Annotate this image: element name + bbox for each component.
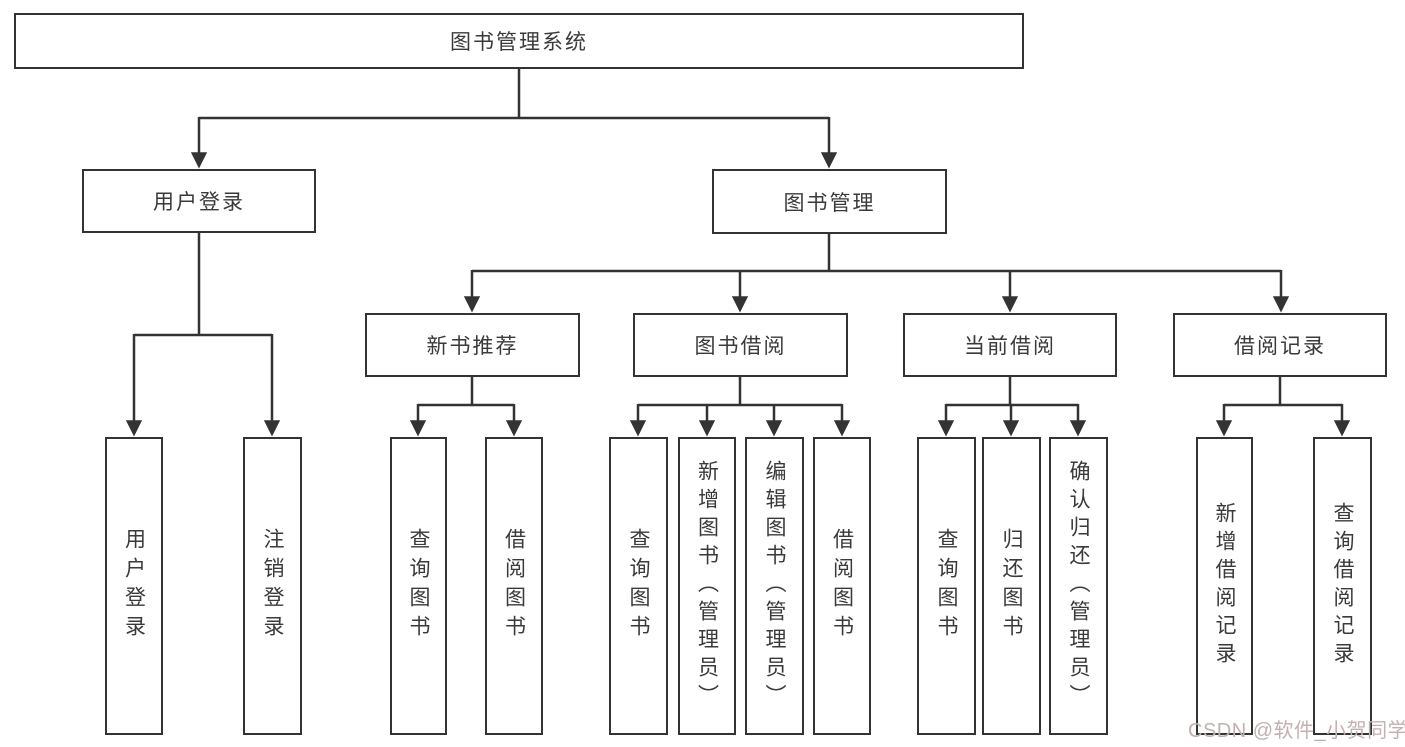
node-current-borrow: 当前借阅 — [903, 313, 1117, 377]
leaf-label: 查询图书 — [935, 528, 959, 644]
leaf-borrow-books-recommend: 借阅图书 — [485, 437, 543, 735]
leaf-query-books-borrow: 查询图书 — [609, 437, 668, 735]
leaf-label: 用户登录 — [122, 528, 146, 644]
node-borrow-records: 借阅记录 — [1173, 313, 1387, 377]
leaf-confirm-return-admin: 确认归还（管理员） — [1049, 437, 1108, 735]
node-new-book-recommend: 新书推荐 — [365, 313, 580, 377]
leaf-label: 注销登录 — [261, 528, 285, 644]
leaf-label: 归还图书 — [1000, 528, 1024, 644]
node-root-library-system: 图书管理系统 — [14, 13, 1024, 69]
leaf-label: 新增借阅记录 — [1213, 502, 1237, 670]
leaf-label: 确认归还（管理员） — [1067, 460, 1091, 712]
node-user-login: 用户登录 — [82, 169, 316, 233]
leaf-return-books: 归还图书 — [982, 437, 1041, 735]
leaf-label: 借阅图书 — [830, 528, 854, 644]
node-book-management: 图书管理 — [712, 169, 947, 234]
leaf-edit-books-admin: 编辑图书（管理员） — [745, 437, 804, 735]
leaf-logout: 注销登录 — [243, 437, 302, 735]
node-book-borrow: 图书借阅 — [633, 313, 848, 377]
leaf-query-books-recommend: 查询图书 — [390, 437, 447, 735]
leaf-label: 借阅图书 — [502, 528, 526, 644]
leaf-add-books-admin: 新增图书（管理员） — [678, 437, 736, 735]
leaf-label: 查询借阅记录 — [1331, 502, 1355, 670]
leaf-borrow-books: 借阅图书 — [813, 437, 871, 735]
csdn-watermark: CSDN @软件_小贺同学 — [1188, 720, 1405, 742]
leaf-add-borrow-record: 新增借阅记录 — [1196, 437, 1253, 735]
leaf-label: 编辑图书（管理员） — [763, 460, 787, 712]
leaf-label: 新增图书（管理员） — [695, 460, 719, 712]
leaf-label: 查询图书 — [627, 528, 651, 644]
leaf-user-login: 用户登录 — [105, 437, 163, 735]
leaf-query-books-current: 查询图书 — [917, 437, 976, 735]
leaf-label: 查询图书 — [407, 528, 431, 644]
leaf-query-borrow-record: 查询借阅记录 — [1313, 437, 1372, 735]
